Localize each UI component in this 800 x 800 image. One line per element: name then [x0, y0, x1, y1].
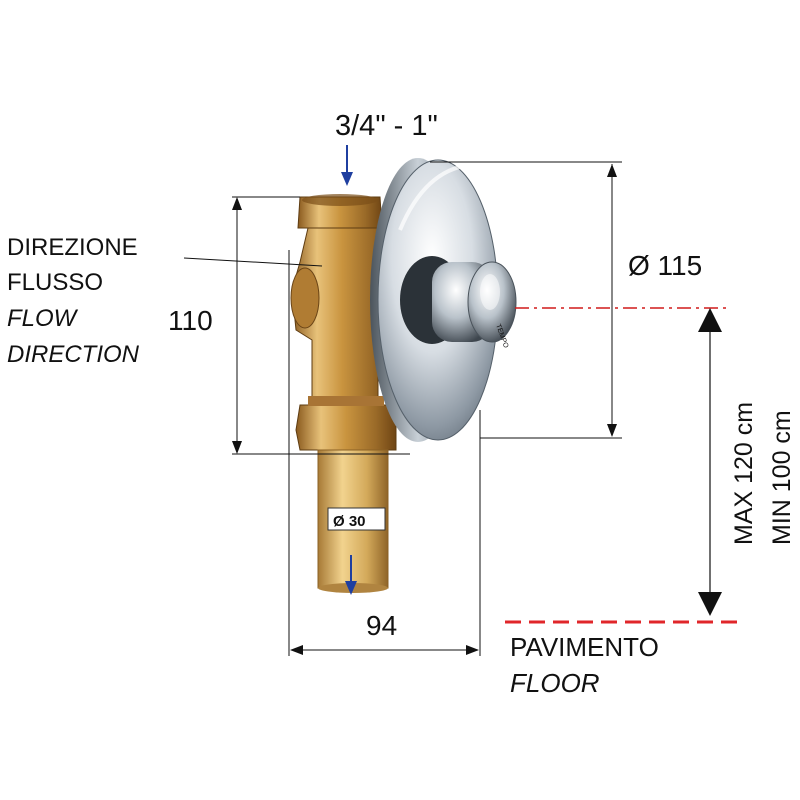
dimension-arrowheads — [232, 164, 617, 655]
inlet-size-label: 3/4" - 1" — [335, 110, 438, 142]
min-height-label: MIN 100 cm — [768, 410, 796, 545]
flow-arrow-inlet — [341, 145, 353, 186]
outlet-diameter-label: Ø 30 — [333, 513, 366, 530]
flow-direction-it-line2: FLUSSO — [7, 269, 103, 296]
flow-arrow-outlet — [345, 555, 357, 595]
plate-diameter-label: Ø 115 — [628, 250, 702, 281]
floor-label-it: PAVIMENTO — [510, 632, 659, 662]
floor-label-en: FLOOR — [510, 668, 600, 698]
push-button: TEMPO — [400, 256, 517, 350]
mount-height-dimension — [698, 308, 722, 616]
dimension-lines — [183, 161, 622, 656]
height-dimension-label: 110 — [168, 305, 213, 336]
flow-direction-en-line2: DIRECTION — [7, 341, 140, 368]
width-dimension-label: 94 — [366, 610, 397, 641]
valve-body — [290, 194, 397, 451]
max-height-label: MAX 120 cm — [730, 402, 758, 545]
flow-direction-it-line1: DIREZIONE — [7, 234, 138, 261]
flow-direction-en-line1: FLOW — [7, 305, 79, 332]
outlet-diameter-box — [327, 507, 386, 531]
